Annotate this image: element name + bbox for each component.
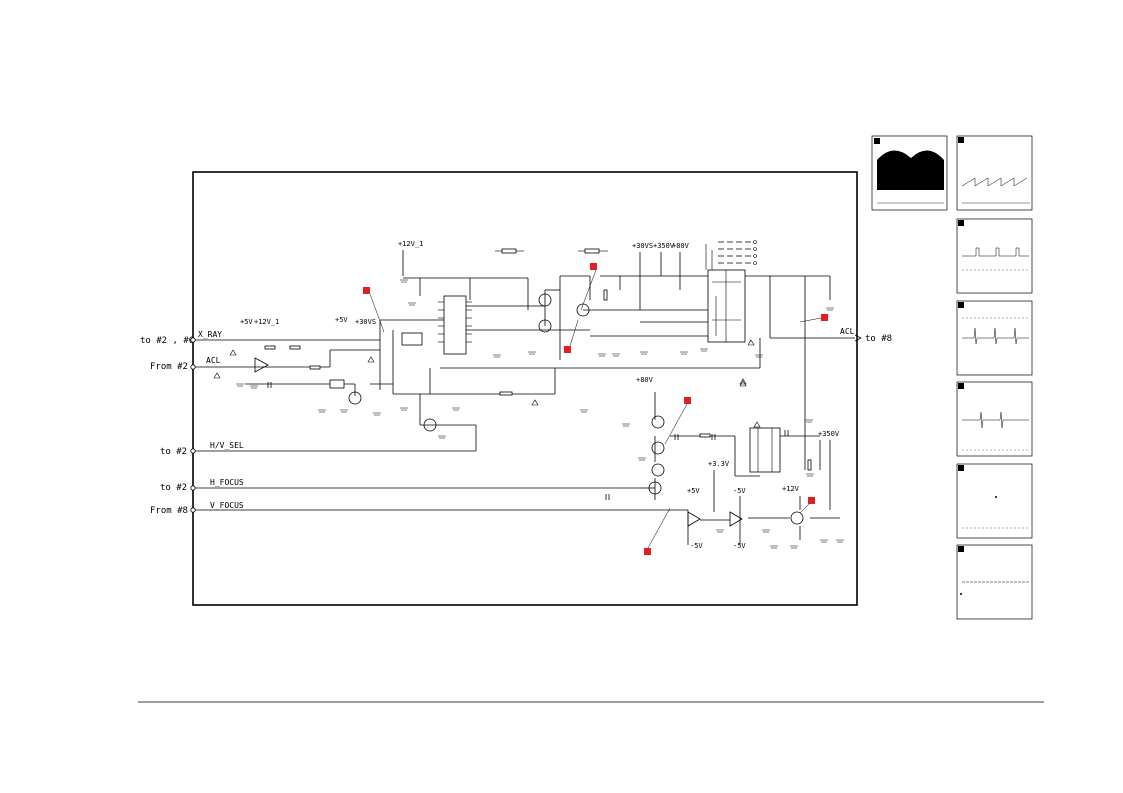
rail-plus3v3: +3.3V [708, 460, 730, 468]
waveform-panel-pulse [956, 218, 1033, 294]
connector-x-ray: to #2 , #6 X_RAY [140, 330, 380, 346]
test-point-marker [363, 287, 370, 294]
rail-plus12v-a: +12V_1 [254, 318, 279, 326]
supply-rails: +5V +12V_1 +5V +30VS +12V_1 +30VS +350V … [240, 240, 840, 550]
ic-small-left [329, 332, 423, 389]
ic-main [438, 295, 472, 355]
transistors [348, 293, 804, 525]
signal-label-acl-out: ACL [840, 327, 855, 336]
waveform-panel-spike [956, 300, 1033, 376]
rail-plus350v-b: +350V [818, 430, 840, 438]
test-point-marker [644, 548, 651, 555]
signal-label-v-focus: V_FOCUS [210, 501, 244, 510]
connector-h-focus: to #2 H_FOCUS [160, 478, 640, 493]
connector-acl-source: From #2 [150, 362, 188, 372]
ground-symbols [236, 279, 844, 549]
schematic-frame [192, 171, 858, 606]
test-point-marker [564, 346, 571, 353]
rail-minus5v-a: -5V [690, 542, 703, 550]
test-point-markers [363, 263, 828, 555]
ic-transformer-block [707, 269, 746, 343]
rail-minus5v-c: -5V [733, 487, 746, 495]
test-point-marker [590, 263, 597, 270]
connector-h-v-sel-destination: to #2 [160, 447, 187, 457]
wiring [245, 250, 840, 545]
rail-plus30vs-a: +30VS [355, 318, 376, 326]
connector-acl-out: ACL to #8 [770, 327, 892, 344]
resistors [264, 248, 812, 471]
connector-v-focus: From #8 V_FOCUS [150, 501, 688, 516]
rail-plus80v-b: +80V [636, 376, 654, 384]
signal-label-acl-in: ACL [206, 356, 221, 365]
connector-x-ray-destination: to #2 , #6 [140, 336, 194, 346]
connector-acl-destination: to #8 [865, 334, 892, 344]
connector-h-focus-destination: to #2 [160, 483, 187, 493]
test-point-marker [684, 397, 691, 404]
warning-icons [213, 339, 761, 428]
waveform-panel-flat [956, 463, 1033, 539]
waveform-panel-sawtooth [956, 135, 1033, 211]
waveform-panel-solid [871, 135, 948, 211]
connector-acl-in: From #2 ACL [150, 356, 245, 372]
test-point-marker [808, 497, 815, 504]
waveform-panel-baseline [956, 544, 1033, 620]
waveform-panel-dot [956, 381, 1033, 457]
rail-plus350v-a: +350V [653, 242, 675, 250]
capacitors [267, 382, 789, 500]
rail-plus5v-b: +5V [335, 316, 348, 324]
rail-plus5v-a: +5V [240, 318, 253, 326]
rail-plus12v-b: +12V_1 [398, 240, 423, 248]
op-amps [254, 357, 743, 527]
rail-plus30vs-b: +30VS [632, 242, 653, 250]
rail-plus12v-c: +12V [782, 485, 800, 493]
signal-label-h-focus: H_FOCUS [210, 478, 244, 487]
connector-v-focus-source: From #8 [150, 506, 188, 516]
signal-label-x-ray: X_RAY [198, 330, 222, 339]
transformer-legend [705, 240, 757, 270]
rail-plus5v-c: +5V [687, 487, 700, 495]
signal-label-h-v-sel: H/V_SEL [210, 441, 244, 450]
rail-minus5v-b: -5V [733, 542, 746, 550]
connector-h-v-sel: to #2 H/V_SEL [160, 425, 477, 457]
rail-plus80v-a: +80V [672, 242, 690, 250]
ic-lower [749, 427, 781, 473]
test-point-marker [821, 314, 828, 321]
